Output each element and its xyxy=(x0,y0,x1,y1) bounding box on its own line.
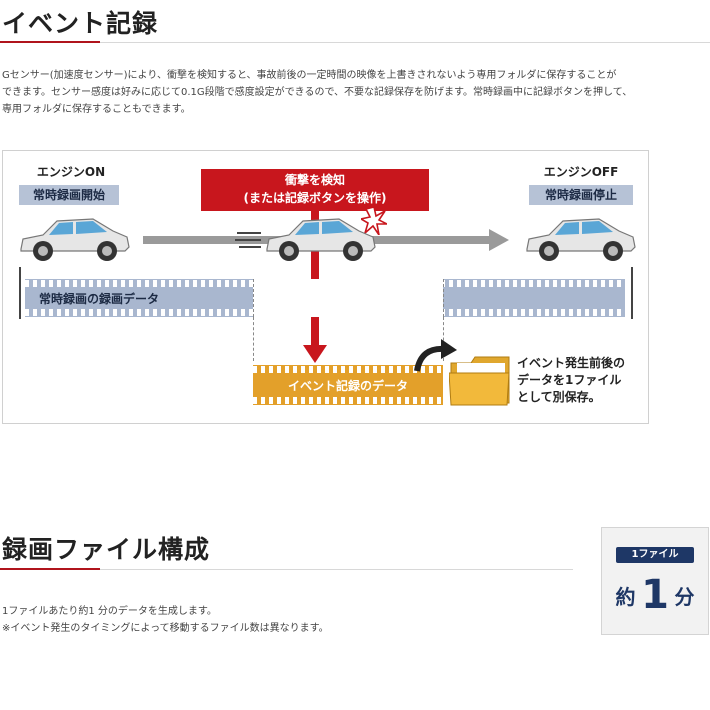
car-center-icon xyxy=(259,213,379,265)
impact-detected-box: 衝撃を検知 (または記録ボタンを操作) xyxy=(201,169,429,211)
film-gap xyxy=(253,279,443,317)
engine-on-label: エンジンON xyxy=(21,163,121,180)
down-arrow-icon xyxy=(303,345,327,363)
save-note-line: イベント発生前後の xyxy=(517,355,625,372)
impact-title: 衝撃を検知 xyxy=(201,171,429,189)
continuous-stop-label: 常時録画停止 xyxy=(529,185,633,205)
engine-off-label: エンジンOFF xyxy=(529,163,633,180)
folder-icon xyxy=(449,355,511,407)
section-heading-event-record: イベント記録 xyxy=(2,4,158,40)
car-right-icon xyxy=(519,213,639,265)
description-line: Gセンサー(加速度センサー)により、衝撃を検知すると、事故前後の一定時間の映像を… xyxy=(2,67,707,84)
description-line: 1ファイルあたり約1 分のデータを生成します。 xyxy=(2,603,329,620)
section-heading-file-structure: 録画ファイル構成 xyxy=(2,530,210,566)
description-line: 専用フォルダに保存することもできます。 xyxy=(2,101,707,118)
badge-number: 1 xyxy=(641,572,669,618)
save-note: イベント発生前後の データを1ファイル として別保存。 xyxy=(517,355,625,406)
continuous-start-label: 常時録画開始 xyxy=(19,185,119,205)
continuous-data-label: 常時録画の録画データ xyxy=(39,279,159,317)
badge-file-label: 1ファイル xyxy=(616,547,694,563)
event-record-diagram: エンジンON 常時録画開始 エンジンOFF 常時録画停止 衝撃を検知 (または記… xyxy=(2,150,649,424)
car-left-icon xyxy=(13,213,133,265)
file-length-badge: 1ファイル 約 1 分 xyxy=(601,527,709,635)
save-note-line: として別保存。 xyxy=(517,389,625,406)
badge-unit: 分 xyxy=(675,585,695,609)
save-note-line: データを1ファイル xyxy=(517,372,625,389)
heading-accent-line xyxy=(0,41,100,43)
description-line: できます。センサー感度は好みに応じて0.1G段階で感度設定ができるので、不要な記… xyxy=(2,84,707,101)
continuous-film-strip: 常時録画の録画データ xyxy=(25,279,625,317)
badge-prefix: 約 xyxy=(616,585,636,609)
file-structure-description: 1ファイルあたり約1 分のデータを生成します。 ※イベント発生のタイミングによっ… xyxy=(2,603,329,637)
arrow-head-icon xyxy=(489,229,509,251)
heading-accent-line xyxy=(0,568,100,570)
end-marker xyxy=(631,267,633,319)
impact-subtitle: (または記録ボタンを操作) xyxy=(201,189,429,207)
description-line: ※イベント発生のタイミングによって移動するファイル数は異なります。 xyxy=(2,620,329,637)
heading-divider xyxy=(0,42,710,43)
badge-duration: 約 1 分 xyxy=(602,572,708,618)
event-record-description: Gセンサー(加速度センサー)により、衝撃を検知すると、事故前後の一定時間の映像を… xyxy=(2,67,707,118)
start-marker xyxy=(19,267,21,319)
